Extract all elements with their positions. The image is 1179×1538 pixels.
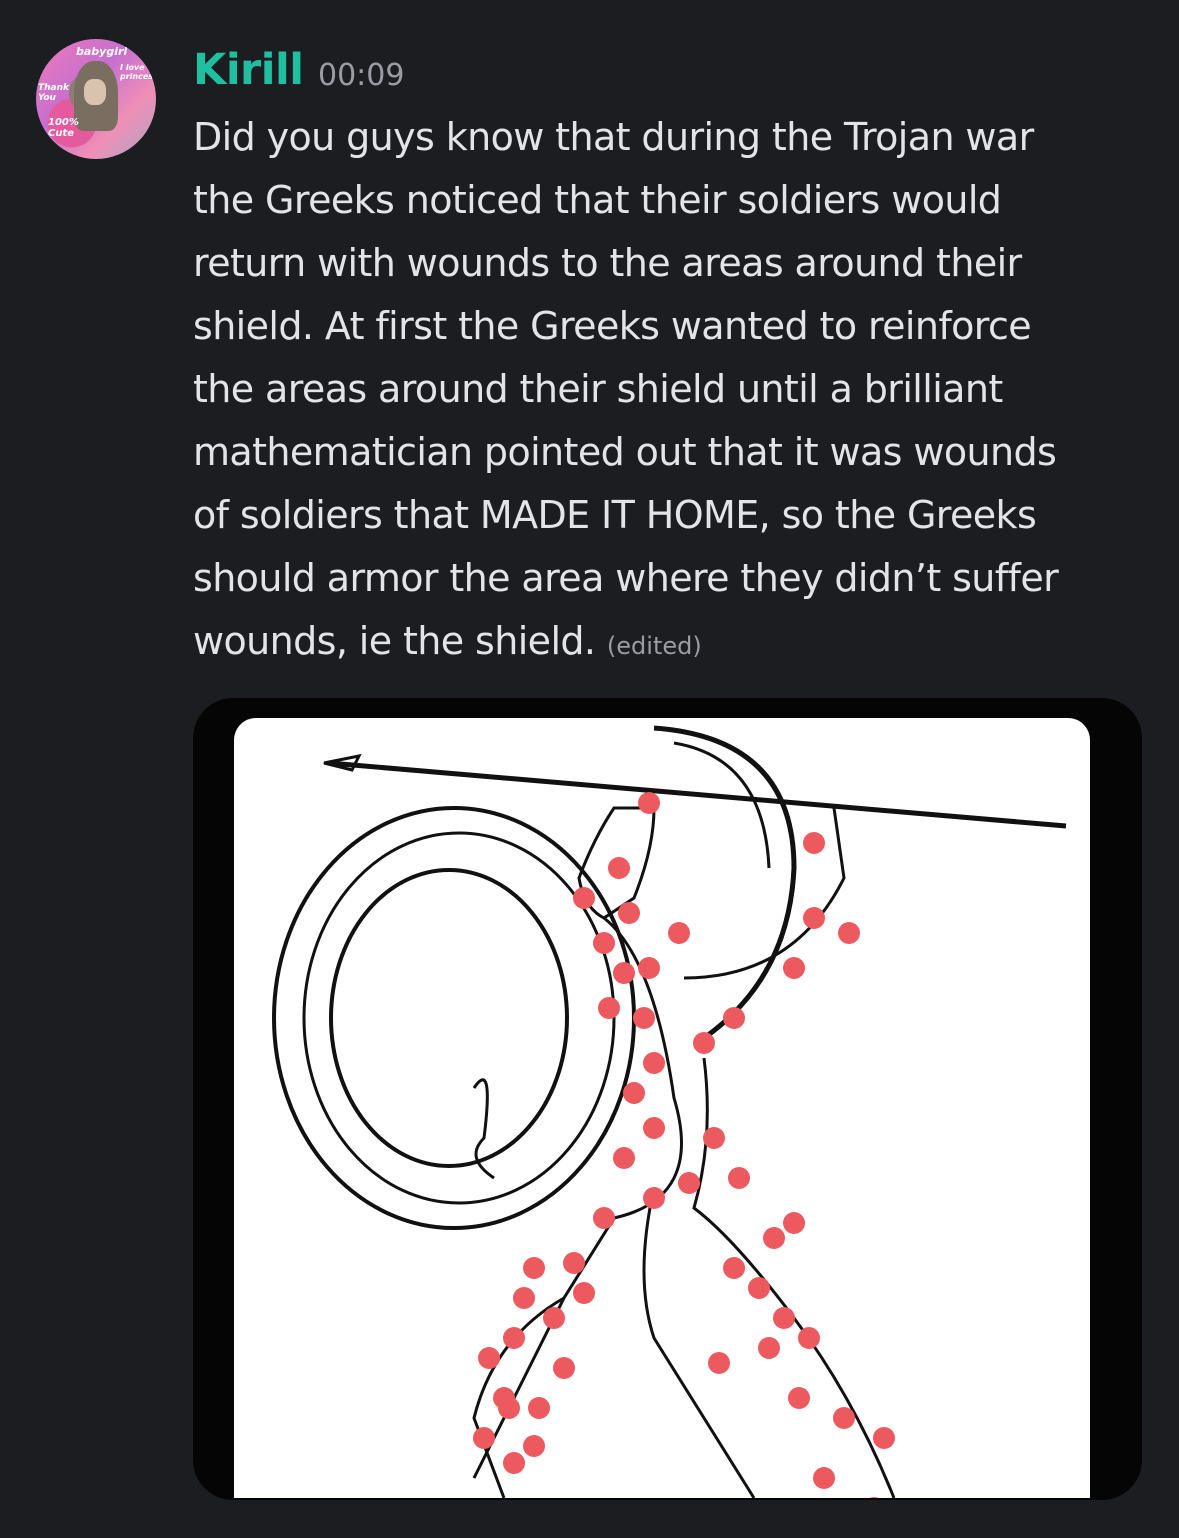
message-line: should armor the area where they didn’t … [193, 556, 1059, 600]
image-attachment[interactable] [193, 698, 1142, 1500]
avatar[interactable]: babygirl I love princess Thank You 100% … [36, 39, 156, 159]
message-content: Did you guys know that during the Trojan… [193, 106, 1163, 678]
wound-dot [608, 857, 630, 879]
wound-dot [678, 1172, 700, 1194]
avatar-text: 100% Cute [48, 117, 79, 139]
wound-dot [503, 1452, 525, 1474]
wound-dot [618, 902, 640, 924]
message-line: of soldiers that MADE IT HOME, so the Gr… [193, 493, 1037, 537]
wound-dots [473, 792, 895, 1498]
wound-dot [783, 957, 805, 979]
wound-dot [543, 1307, 565, 1329]
message-line: the Greeks noticed that their soldiers w… [193, 178, 1002, 222]
wound-dot [633, 1007, 655, 1029]
greek-warrior-illustration-icon [272, 725, 1067, 1498]
wound-dot [523, 1257, 545, 1279]
wound-dot [668, 922, 690, 944]
wound-dot [873, 1427, 895, 1449]
wound-dot [788, 1387, 810, 1409]
wound-dot [748, 1277, 770, 1299]
wound-dot [708, 1352, 730, 1374]
wound-dot [593, 1207, 615, 1229]
wound-dot [723, 1007, 745, 1029]
wound-dot [593, 932, 615, 954]
wound-dot [758, 1337, 780, 1359]
avatar-face [84, 79, 106, 105]
avatar-text: I love princess [120, 63, 156, 81]
wound-dot [493, 1387, 515, 1409]
message-line: mathematician pointed out that it was wo… [193, 430, 1057, 474]
wound-dot [803, 907, 825, 929]
message-line: return with wounds to the areas around t… [193, 241, 1022, 285]
author-name[interactable]: Kirill [193, 45, 304, 95]
wound-dot [503, 1327, 525, 1349]
wound-dot [803, 832, 825, 854]
edited-label: (edited) [606, 632, 702, 660]
wound-dot [478, 1347, 500, 1369]
wound-dot [703, 1127, 725, 1149]
wound-dot [553, 1357, 575, 1379]
wound-dot [638, 792, 660, 814]
wound-dot [643, 1052, 665, 1074]
wound-dot [813, 1467, 835, 1489]
wound-dot [573, 887, 595, 909]
wound-dot [643, 1187, 665, 1209]
wound-dot [598, 997, 620, 1019]
wound-dot [869, 1497, 879, 1498]
message-line: shield. At first the Greeks wanted to re… [193, 304, 1032, 348]
wound-dot [798, 1327, 820, 1349]
wound-dot [773, 1307, 795, 1329]
avatar-text: Thank You [38, 83, 70, 103]
wound-dot [723, 1257, 745, 1279]
timestamp: 00:09 [318, 58, 405, 93]
wound-dot [613, 962, 635, 984]
wound-dot [523, 1435, 545, 1457]
wound-dot [528, 1397, 550, 1419]
message-line: Did you guys know that during the Trojan… [193, 115, 1034, 159]
wound-dot [783, 1212, 805, 1234]
message-line: the areas around their shield until a br… [193, 367, 1003, 411]
wound-dot [693, 1032, 715, 1054]
wound-dot [623, 1082, 645, 1104]
wound-dot [833, 1407, 855, 1429]
wound-dot [473, 1427, 495, 1449]
message-line: wounds, ie the shield. [193, 619, 596, 663]
wound-dot [838, 922, 860, 944]
avatar-text: babygirl [76, 45, 128, 58]
warrior-image [234, 718, 1090, 1498]
wound-dot [728, 1167, 750, 1189]
wound-dot [563, 1252, 585, 1274]
wound-dot [763, 1227, 785, 1249]
wound-dot [513, 1287, 535, 1309]
wound-dot [613, 1147, 635, 1169]
wound-dot [643, 1117, 665, 1139]
wound-dot [573, 1282, 595, 1304]
wound-dot [638, 957, 660, 979]
